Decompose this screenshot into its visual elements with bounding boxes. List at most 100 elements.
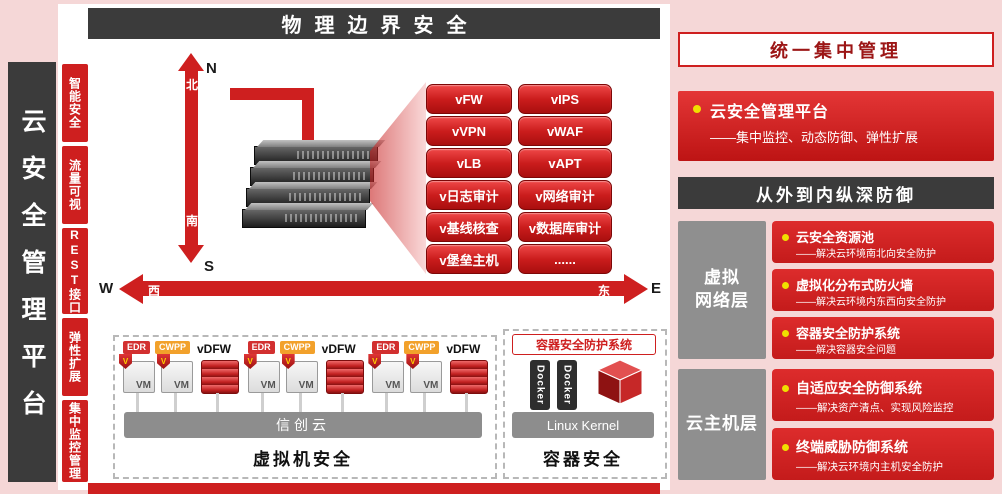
container-security-title: 容器安全: [543, 450, 623, 469]
container-protect-system-label: 容器安全防护系统: [512, 334, 656, 355]
bullet-icon: [782, 385, 789, 392]
connector-tick: [385, 393, 389, 413]
compass-w: W: [99, 280, 114, 297]
container-cube-icon: [596, 359, 644, 405]
vm-protection-group: EDR CWPP vDFW V VM V VM: [119, 341, 239, 413]
east-label: 东: [598, 284, 611, 298]
vnf-button: vIPS: [518, 84, 612, 114]
vm-protection-group: EDR CWPP vDFW V VM V VM: [368, 341, 489, 413]
arrow-east-head-icon: [624, 274, 648, 304]
south-label: 南: [186, 214, 199, 228]
connector-horizontal: [230, 88, 314, 100]
vm-security-title: 虚拟机安全: [253, 450, 353, 469]
arrow-north-head-icon: [178, 53, 204, 71]
bottom-boundary-strip: [88, 483, 660, 494]
defense-item-desc: ——解决云环境内东西向安全防护: [796, 297, 946, 308]
capability-label: 流量可视: [62, 146, 88, 224]
defense-item: 容器安全防护系统 ——解决容器安全问题: [772, 317, 994, 359]
xinchuang-cloud-bar: 信创云: [124, 412, 482, 438]
cloud-security-platform-bar: 云安全管理平台: [8, 62, 56, 482]
vnf-button: v数据库审计: [518, 212, 612, 242]
bullet-icon: [782, 444, 789, 451]
vnf-button: v堡垒主机: [426, 244, 512, 274]
defense-item: 自适应安全防御系统 ——解决资产清点、实现风险监控: [772, 369, 994, 421]
vm-icon: V VM: [406, 354, 443, 393]
cwpp-badge: CWPP: [155, 341, 190, 354]
virtual-storage-icon: [450, 360, 489, 394]
defense-item-desc: ——解决容器安全问题: [796, 345, 896, 356]
vdfw-label: vDFW: [197, 342, 231, 356]
vm-label: VM: [385, 380, 401, 391]
edr-badge: EDR: [123, 341, 151, 354]
capability-label: 智能安全: [62, 64, 88, 142]
connector-tick: [423, 393, 427, 413]
platform-card-title: 云安全管理平台: [710, 104, 830, 121]
virtual-storage-icon: [325, 360, 364, 394]
platform-card-desc: ——集中监控、动态防御、弹性扩展: [710, 130, 919, 145]
north-south-arrow-shaft: [185, 70, 198, 245]
platform-card: 云安全管理平台 ——集中监控、动态防御、弹性扩展: [678, 91, 994, 161]
docker-label: Docker: [557, 360, 577, 410]
connector-tick: [260, 393, 264, 413]
vm-protection-group: EDR CWPP vDFW V VM V VM: [243, 341, 364, 413]
connector-tick: [465, 393, 469, 413]
vdfw-label: vDFW: [446, 342, 481, 356]
physical-boundary-banner: 物理边界安全: [88, 8, 660, 39]
arrow-west-head-icon: [119, 274, 143, 304]
defense-item-desc: ——解决云环境内主机安全防护: [796, 461, 943, 473]
shield-v-icon: V: [119, 354, 132, 369]
layer-name-line: 虚拟: [704, 268, 740, 288]
vm-icon: V VM: [157, 354, 193, 393]
layer-virtual-network: 虚拟 网络层: [678, 221, 766, 359]
vnf-button: vVPN: [426, 116, 512, 146]
vdfw-label: vDFW: [321, 342, 356, 356]
vm-icon: V VM: [119, 354, 155, 393]
defense-item-title: 自适应安全防御系统: [796, 380, 922, 396]
defense-item-title: 终端威胁防御系统: [796, 439, 908, 455]
north-label: 北: [186, 78, 199, 92]
shield-v-icon: V: [368, 354, 382, 369]
compass-n: N: [206, 60, 217, 77]
layer-cloud-host: 云主机层: [678, 369, 766, 480]
connector-tick: [216, 393, 219, 413]
defense-item-desc: ——解决资产清点、实现风险监控: [796, 402, 954, 414]
bullet-icon: [693, 105, 701, 113]
defense-item: 云安全资源池 ——解决云环境南北向安全防护: [772, 221, 994, 263]
defense-item-title: 虚拟化分布式防火墙: [796, 278, 914, 293]
vm-label: VM: [260, 380, 276, 391]
vnf-button: vWAF: [518, 116, 612, 146]
west-label: 西: [148, 284, 161, 298]
layer-name-line: 网络层: [695, 291, 749, 310]
vnf-button: ......: [518, 244, 612, 274]
arrow-south-head-icon: [178, 245, 204, 263]
connector-tick: [174, 393, 177, 413]
bullet-icon: [782, 282, 789, 289]
vm-label: VM: [174, 380, 189, 391]
vnf-button: vFW: [426, 84, 512, 114]
capability-label: REST接口: [62, 228, 88, 314]
bullet-icon: [782, 234, 789, 241]
vm-icon: V VM: [243, 354, 280, 393]
vm-icon: V VM: [281, 354, 318, 393]
connector-vertical: [302, 88, 314, 150]
shield-v-icon: V: [243, 354, 257, 369]
docker-label: Docker: [530, 360, 550, 410]
edr-badge: EDR: [372, 341, 400, 354]
capability-label: 集中监控管理: [62, 400, 88, 482]
cwpp-badge: CWPP: [279, 341, 315, 354]
linux-kernel-bar: Linux Kernel: [512, 412, 654, 438]
connector-tick: [340, 393, 344, 413]
vnf-button: v网络审计: [518, 180, 612, 210]
compass-e: E: [651, 280, 662, 297]
defense-item: 虚拟化分布式防火墙 ——解决云环境内东西向安全防护: [772, 269, 994, 311]
defense-item-title: 容器安全防护系统: [796, 326, 901, 341]
shield-v-icon: V: [406, 354, 420, 369]
virtual-storage-icon: [201, 360, 239, 394]
layer-name-line: 云主机层: [686, 414, 758, 434]
vnf-button: v日志审计: [426, 180, 512, 210]
compass-s: S: [204, 258, 215, 275]
server-appliance-icon: [242, 209, 366, 228]
vm-groups-row: EDR CWPP vDFW V VM V VM EDR CWPP vDFW V …: [119, 341, 489, 413]
vm-icon: V VM: [368, 354, 405, 393]
